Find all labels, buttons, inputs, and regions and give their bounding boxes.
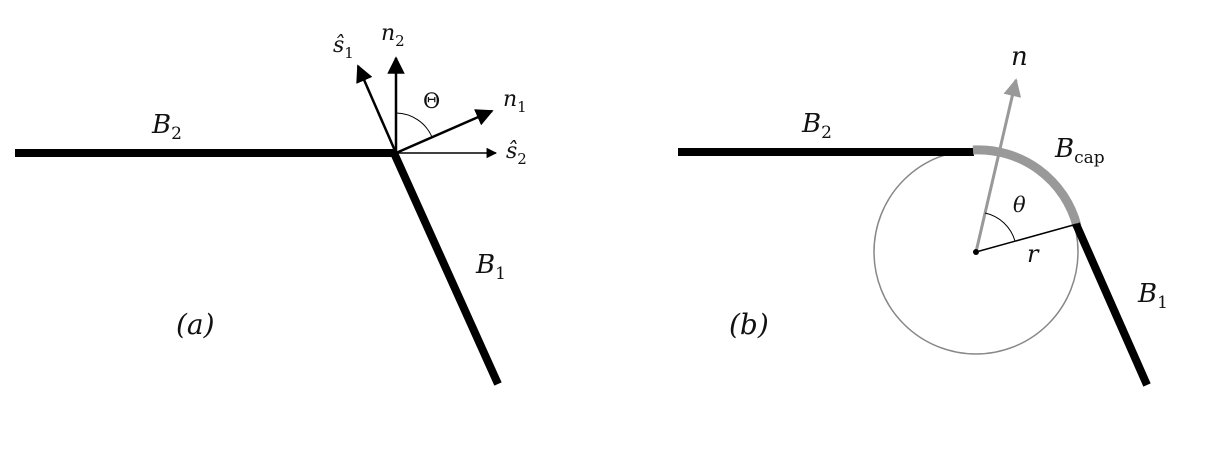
cap-center-point [973, 249, 979, 255]
s1-hat-arrow [356, 64, 398, 154]
boundary-b2-label-a: B2 [151, 110, 182, 144]
theta-angle-label-b: θ [1013, 193, 1026, 217]
theta-angle-label-a: Θ [423, 89, 440, 113]
n1-label: n1 [503, 87, 527, 116]
radius-label: r [1027, 240, 1040, 268]
s2-hat-label: ŝ2 [506, 139, 527, 168]
boundary-b1-line-b [1072, 222, 1151, 387]
normal-arrow [974, 78, 1022, 253]
theta-angle-arc-b [984, 212, 1016, 242]
n1-arrow [395, 109, 494, 155]
panel-b: B2 Bcap B1 n θ r (b) [678, 42, 1168, 387]
panel-b-label: (b) [729, 308, 769, 341]
panel-a-label: (a) [176, 308, 215, 341]
radius-line [975, 223, 1078, 253]
boundary-b1-label-a: B1 [475, 250, 506, 284]
panel-a: B2 B1 ŝ1 n2 n1 ŝ2 Θ (a) [15, 21, 527, 386]
boundary-cap-label: Bcap [1054, 134, 1105, 168]
boundary-cap-arc [972, 145, 1082, 228]
boundary-b1-label-b: B1 [1137, 279, 1168, 313]
normal-label: n [1011, 42, 1028, 72]
s1-hat-label: ŝ1 [333, 33, 354, 62]
boundary-b2-label-b: B2 [801, 109, 832, 143]
theta-angle-arc-a [395, 112, 433, 138]
boundary-b1-line-a [390, 151, 502, 386]
n2-label: n2 [381, 21, 405, 50]
